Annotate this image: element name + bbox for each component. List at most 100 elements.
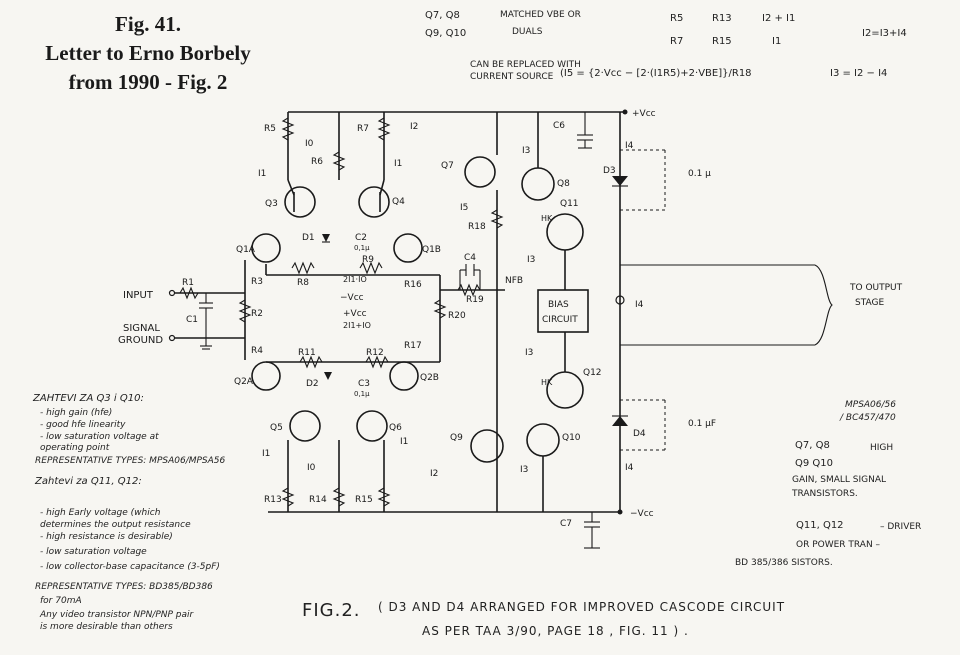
caption-fig: FIG.2. — [302, 600, 361, 621]
label-i3: I3 — [527, 255, 535, 265]
label-i0: I0 — [305, 139, 314, 149]
label-q10: Q10 — [562, 433, 581, 443]
driver-text-2: OR POWER TRAN – — [796, 540, 881, 550]
req2-line-2: determines the output resistance — [40, 520, 191, 530]
label-r20: R20 — [448, 311, 466, 321]
hi-gain-desc-1: GAIN, SMALL SIGNAL — [792, 475, 887, 485]
label-r8: R8 — [297, 278, 309, 288]
label-bias2: CIRCUIT — [542, 315, 578, 325]
req-line-5: REPRESENTATIVE TYPES: MPSA06/MPSA56 — [35, 456, 226, 466]
label-d3: D3 — [603, 166, 616, 176]
label-minus-vcc: −Vcc — [340, 293, 364, 303]
label-q1a: Q1A — [236, 245, 256, 255]
ratio-r13: R13 — [712, 13, 732, 24]
matched-text-b: DUALS — [512, 27, 543, 37]
req2-line-6: REPRESENTATIVE TYPES: BD385/BD386 — [35, 582, 213, 592]
label-q5: Q5 — [270, 423, 283, 433]
label-r13: R13 — [264, 495, 282, 505]
label-q11: Q11 — [560, 199, 579, 209]
label-to-output-a: TO OUTPUT — [849, 283, 903, 293]
ratio-r7: R7 — [670, 36, 684, 47]
req2-line-4: - low saturation voltage — [40, 547, 147, 557]
label-q2a: Q2A — [234, 377, 254, 387]
figure-title: Fig. 41. Letter to Erno Borbely from 199… — [18, 10, 278, 97]
label-r2: R2 — [251, 309, 263, 319]
label-r17: R17 — [404, 341, 422, 351]
req2-line-7: for 70mA — [40, 596, 82, 606]
bias-circuit-box — [537, 289, 589, 333]
label-i4: I4 — [635, 300, 644, 310]
label-i4: I4 — [625, 463, 634, 473]
label-hk: HK — [541, 378, 553, 387]
label-signal-ground-b: GROUND — [118, 335, 163, 346]
req-q11-q12-head: Zahtevi za Q11, Q12: — [35, 476, 142, 487]
i5-formula: (I5 = {2·Vcc − [2·(I1R5)+2·VBE]}/R18 — [560, 68, 752, 79]
label-r12: R12 — [366, 348, 384, 358]
label-r16: R16 — [404, 280, 422, 290]
label-d1: D1 — [302, 233, 315, 243]
label-c3-val: 0,1µ — [354, 390, 370, 398]
label-i3: I3 — [520, 465, 528, 475]
label-i2: I2 — [410, 122, 418, 132]
label-c1: C1 — [186, 315, 198, 325]
req2-line-8: Any video transistor NPN/PNP pair — [40, 610, 194, 620]
hi-gain-high: HIGH — [870, 443, 894, 453]
label-vcc-pos: +Vcc — [632, 109, 656, 119]
label-q4: Q4 — [392, 197, 405, 207]
title-line-2: Letter to Erno Borbely — [45, 41, 251, 65]
ratio-i1: I1 — [772, 36, 782, 47]
eq-i3: I3 = I2 − I4 — [830, 68, 888, 79]
label-c3: C3 — [358, 379, 370, 389]
label-r18: R18 — [468, 222, 486, 232]
label-hk: HK — [541, 214, 553, 223]
label-c4: C4 — [464, 253, 476, 263]
title-line-3: from 1990 - Fig. 2 — [68, 70, 228, 94]
caption-line-1: ( D3 AND D4 ARRANGED FOR IMPROVED CASCOD… — [378, 600, 786, 614]
label-bias: BIAS — [548, 300, 569, 310]
label-c6: C6 — [553, 121, 565, 131]
label-r4: R4 — [251, 346, 263, 356]
label-c2: C2 — [355, 233, 367, 243]
label-r19: R19 — [466, 295, 484, 305]
req-line-1: - high gain (hfe) — [40, 408, 113, 418]
hi-gain-desc-2: TRANSISTORS. — [792, 489, 858, 499]
label-r14: R14 — [309, 495, 327, 505]
label-r9-note: 2I1·IO — [343, 275, 367, 284]
label-i3: I3 — [522, 146, 530, 156]
matched-pairs-a: Q7, Q8 — [425, 10, 460, 21]
label-q6: Q6 — [389, 423, 402, 433]
label-i2: I2 — [430, 469, 438, 479]
driver-q11-q12: Q11, Q12 — [796, 520, 844, 531]
label-vcc-bot: −Vcc — [630, 509, 654, 519]
req2-line-3: - high resistance is desirable) — [40, 532, 173, 542]
label-d3-cap: 0.1 µ — [688, 169, 711, 179]
label-c2-val: 0,1µ — [354, 244, 370, 252]
label-q9: Q9 — [450, 433, 463, 443]
label-r15: R15 — [355, 495, 373, 505]
req-line-3: - low saturation voltage at — [40, 432, 159, 442]
req-line-4: operating point — [40, 443, 110, 453]
label-two-i1: 2I1+IO — [343, 321, 371, 330]
label-q2b: Q2B — [420, 373, 439, 383]
ratio-i2-i1: I2 + I1 — [762, 13, 796, 24]
label-q12: Q12 — [583, 368, 602, 378]
label-r7: R7 — [357, 124, 369, 134]
label-signal-ground-a: SIGNAL — [123, 323, 160, 334]
title-line-1: Fig. 41. — [115, 12, 181, 36]
label-d4: D4 — [633, 429, 646, 439]
label-d4-cap: 0.1 µF — [688, 419, 716, 429]
label-r3: R3 — [251, 277, 263, 287]
label-q7: Q7 — [441, 161, 454, 171]
matched-pairs-b: Q9, Q10 — [425, 28, 467, 39]
req2-line-5: - low collector-base capacitance (3-5pF) — [40, 562, 220, 572]
label-q3: Q3 — [265, 199, 278, 209]
current-source-note-b: CURRENT SOURCE — [470, 72, 554, 82]
label-input: INPUT — [123, 290, 154, 301]
label-i0: I0 — [307, 463, 316, 473]
req2-line-9: is more desirable than others — [40, 622, 173, 632]
label-r11: R11 — [298, 348, 316, 358]
matched-text-a: MATCHED VBE OR — [500, 10, 581, 20]
hi-gain-q7-q8: Q7, Q8 — [795, 440, 830, 451]
driver-text-3: BD 385/386 SISTORS. — [735, 558, 833, 568]
